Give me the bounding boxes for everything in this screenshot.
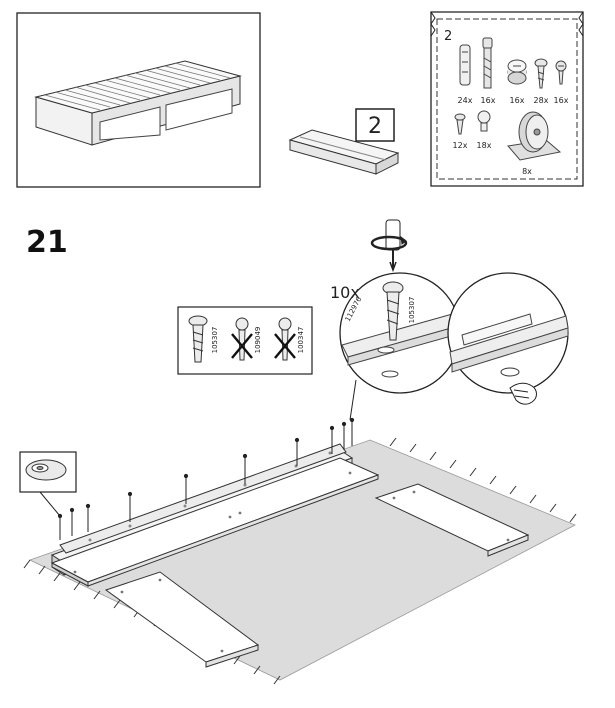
screw-icon xyxy=(534,58,548,89)
bag-number: 2 xyxy=(444,29,452,44)
screwdriver-icon xyxy=(370,219,408,273)
screw-code-wrong-2: 100347 xyxy=(297,327,305,354)
fittings-bag: 2 24x 16x 16x 28x xyxy=(430,11,584,187)
correct-screw-icon xyxy=(188,315,208,363)
screw-quantity: 10x xyxy=(330,283,360,302)
step-badge-box xyxy=(355,108,395,142)
part-qty-caster: 8x xyxy=(522,167,532,176)
bed-base-illustration xyxy=(34,60,242,146)
plastic-plug-icon xyxy=(25,459,67,481)
finished-bed-panel xyxy=(16,12,261,188)
part-qty-short-screw: 16x xyxy=(554,96,569,105)
small-screw-icon xyxy=(454,113,466,135)
beam-illustration xyxy=(288,129,400,175)
part-qty-cam-bolt: 16x xyxy=(481,96,496,105)
screw-markers xyxy=(57,417,355,540)
part-qty-screw: 28x xyxy=(534,96,549,105)
floor-panel-left xyxy=(104,571,260,668)
plastic-plug-icon xyxy=(477,110,491,132)
detail-screw-icon xyxy=(382,281,404,341)
floor-panel-large xyxy=(50,457,380,587)
part-qty-plastic-plug: 18x xyxy=(477,141,492,150)
plug-callout xyxy=(19,451,77,517)
part-qty-dowel: 24x xyxy=(458,96,473,105)
floor-panel-right xyxy=(374,483,530,557)
detail-screw-code: 105307 xyxy=(408,297,416,324)
detail-pressing xyxy=(447,272,569,405)
wrong-screw-icon xyxy=(274,317,296,361)
finger-press-icon xyxy=(509,382,537,405)
screw-selection-box: 105307 109049 100347 xyxy=(177,306,313,375)
detail-screwing: 112976 105307 10x xyxy=(330,272,463,421)
part-qty-small-screw: 12x xyxy=(453,141,468,150)
cam-bolt-icon xyxy=(482,37,493,89)
short-screw-icon xyxy=(555,60,567,85)
screw-code-wrong-1: 109049 xyxy=(254,327,262,354)
wrong-screw-icon xyxy=(231,317,253,361)
step-badge-number: 2 xyxy=(368,114,382,139)
dowel-icon xyxy=(459,44,471,86)
rail-detail xyxy=(449,313,569,373)
step-number: 21 xyxy=(26,225,68,260)
rail-detail xyxy=(341,312,463,366)
beam-callout: 2 xyxy=(288,108,400,175)
screw-code-correct: 105307 xyxy=(211,327,219,354)
cam-lock-nut-icon xyxy=(507,59,527,85)
caster-wheel-icon xyxy=(507,111,562,161)
part-qty-cam-lock-nut: 16x xyxy=(510,96,525,105)
